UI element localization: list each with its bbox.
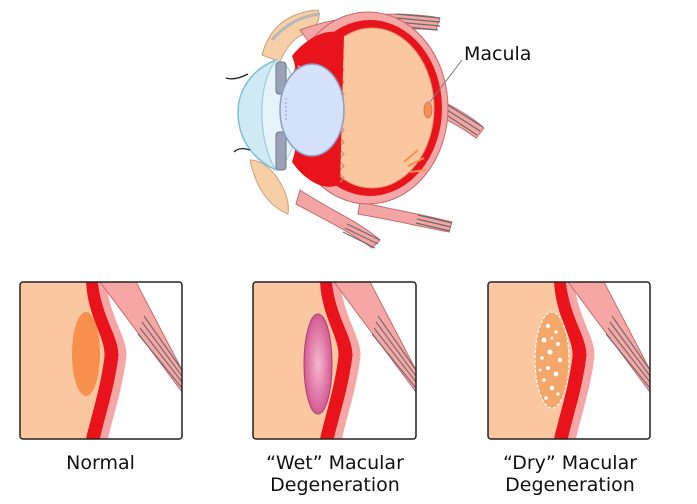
drusen-deposits — [538, 323, 563, 400]
caption-dry-line-1: “Dry” Macular — [502, 452, 638, 474]
eyelash-upper — [225, 73, 249, 80]
macula-callout-line — [429, 59, 463, 103]
iris-lower — [275, 131, 287, 171]
macula-callout-label: Macula — [464, 43, 532, 65]
panel-wet — [252, 281, 417, 440]
caption-dry: “Dry” Macular Degeneration — [486, 452, 654, 496]
eye-cross-section — [225, 9, 485, 249]
caption-normal-line-1: Normal — [66, 452, 135, 474]
lens — [279, 63, 345, 157]
iris-upper — [275, 61, 287, 95]
upper-eyelid — [261, 9, 320, 63]
wet-macula — [303, 313, 333, 415]
caption-normal: Normal — [18, 452, 183, 474]
panel-dry — [487, 281, 651, 440]
caption-wet-line-1: “Wet” Macular — [266, 452, 404, 474]
eyelash-lower — [233, 148, 251, 153]
normal-macula — [72, 312, 100, 396]
macula-spot — [423, 101, 433, 119]
inferior-muscle — [295, 189, 381, 249]
lower-eyelid — [249, 159, 289, 215]
caption-wet-line-2: Degeneration — [270, 474, 400, 496]
caption-wet: “Wet” Macular Degeneration — [250, 452, 420, 496]
caption-dry-line-2: Degeneration — [505, 474, 635, 496]
lateral-muscle — [357, 201, 453, 233]
dry-macula — [534, 311, 570, 409]
panel-normal — [19, 281, 183, 440]
